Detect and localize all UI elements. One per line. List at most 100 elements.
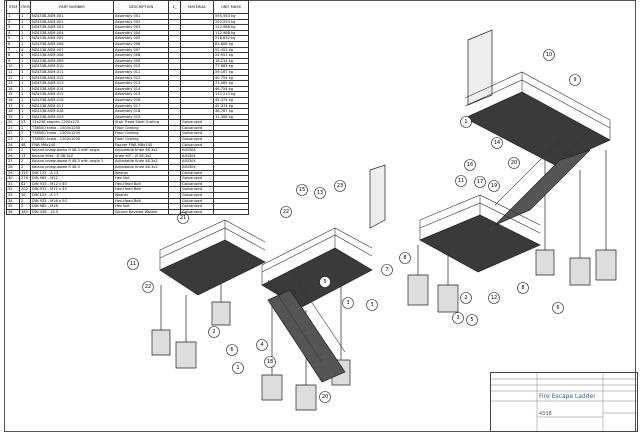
bom-cell: 46.754 kg (213, 85, 249, 93)
balloon-label: 1 (464, 119, 467, 125)
bom-cell: Square Beveled Washer (113, 208, 169, 216)
bom-cell: 117.213 kg (213, 91, 249, 98)
bom-header: ITEM (6, 0, 20, 14)
title-block-grid (491, 373, 637, 431)
balloon-label: 20 (511, 160, 517, 166)
balloon-label: 17 (477, 179, 483, 185)
balloon-label: 6 (230, 347, 233, 353)
sheet-border (4, 0, 636, 432)
balloon-label: 5 (470, 317, 473, 323)
pedestal (295, 384, 317, 411)
item-balloon: 12 (488, 292, 500, 304)
balloon-label: 3 (456, 315, 459, 321)
balloon-label: 11 (458, 178, 464, 184)
balloon-label: 18 (267, 359, 273, 365)
balloon-label: 21 (180, 215, 186, 221)
bom-cell: 12.308 kg (213, 113, 249, 121)
bom-cell (213, 208, 249, 216)
title-block: Fire Escape Ladder 4338 (490, 372, 638, 432)
item-balloon: 1 (460, 116, 472, 128)
pedestal (595, 249, 617, 281)
bom-cell: Galvanized (180, 208, 214, 216)
bom-header: Σ_ (168, 0, 181, 14)
pedestal (211, 301, 231, 326)
balloon-label: 19 (491, 183, 497, 189)
balloon-label: 10 (546, 52, 552, 58)
item-balloon: 20 (319, 391, 331, 403)
item-balloon: 11 (127, 258, 139, 270)
pedestal (437, 284, 459, 313)
item-balloon: 16 (464, 159, 476, 171)
bom-cell: 40.754 kg (213, 74, 249, 82)
bom-cell: 252.254 kg (213, 18, 249, 26)
item-balloon: 6 (552, 302, 564, 314)
balloon-label: 12 (491, 295, 497, 301)
item-balloon: 13 (314, 187, 326, 199)
item-balloon: 4 (256, 339, 268, 351)
bom-cell: 73.085 kg (213, 80, 249, 87)
item-balloon: 23 (334, 180, 346, 192)
item-balloon: 22 (142, 281, 154, 293)
drawing-title: Fire Escape Ladder (539, 393, 596, 400)
balloon-label: 23 (337, 183, 343, 189)
bom-header: PART NUMBER (30, 0, 114, 14)
item-balloon: 1 (232, 362, 244, 374)
bom-header: ITEM QTY (19, 0, 31, 14)
balloon-label: 6 (556, 305, 559, 311)
balloon-label: 2 (212, 329, 215, 335)
item-balloon: 3 (342, 297, 354, 309)
item-balloon: 6 (226, 344, 238, 356)
pedestal (261, 374, 283, 401)
item-balloon: 21 (177, 212, 189, 224)
pedestal (407, 274, 429, 306)
balloon-label: 4 (260, 342, 263, 348)
item-balloon: 2 (460, 292, 472, 304)
bom-cell: 595.563 kg (213, 13, 249, 20)
item-balloon: 22 (280, 206, 292, 218)
balloon-label: 8 (521, 285, 524, 291)
bom-cell: 59.167 kg (213, 68, 249, 76)
balloon-label: 8 (403, 255, 406, 261)
bom-cell: DIN 436 - 13.5 (30, 208, 114, 216)
pedestal (569, 257, 591, 286)
pedestal (175, 341, 197, 369)
balloon-label: 16 (467, 162, 473, 168)
balloon-label: 5 (323, 279, 326, 285)
item-balloon: 10 (543, 49, 555, 61)
item-balloon: 3 (366, 299, 378, 311)
bom-cell: 112.988 kg (213, 24, 249, 31)
balloon-label: 22 (283, 209, 289, 215)
bom-cell: 77.863 kg (213, 63, 249, 70)
door (369, 164, 386, 229)
bom-cell: 46.767 kg (213, 108, 249, 115)
item-balloon: 11 (455, 175, 467, 187)
platform-top (464, 91, 611, 166)
item-balloon: 19 (488, 180, 500, 192)
platform-landing (419, 214, 541, 273)
balloon-label: 9 (573, 77, 576, 83)
balloon-label: 7 (385, 267, 388, 273)
item-balloon: 2 (208, 326, 220, 338)
balloon-label: 14 (494, 140, 500, 146)
balloon-label: 13 (317, 190, 323, 196)
bom-header: UNIT MASS (213, 0, 249, 14)
item-balloon: 8 (517, 282, 529, 294)
